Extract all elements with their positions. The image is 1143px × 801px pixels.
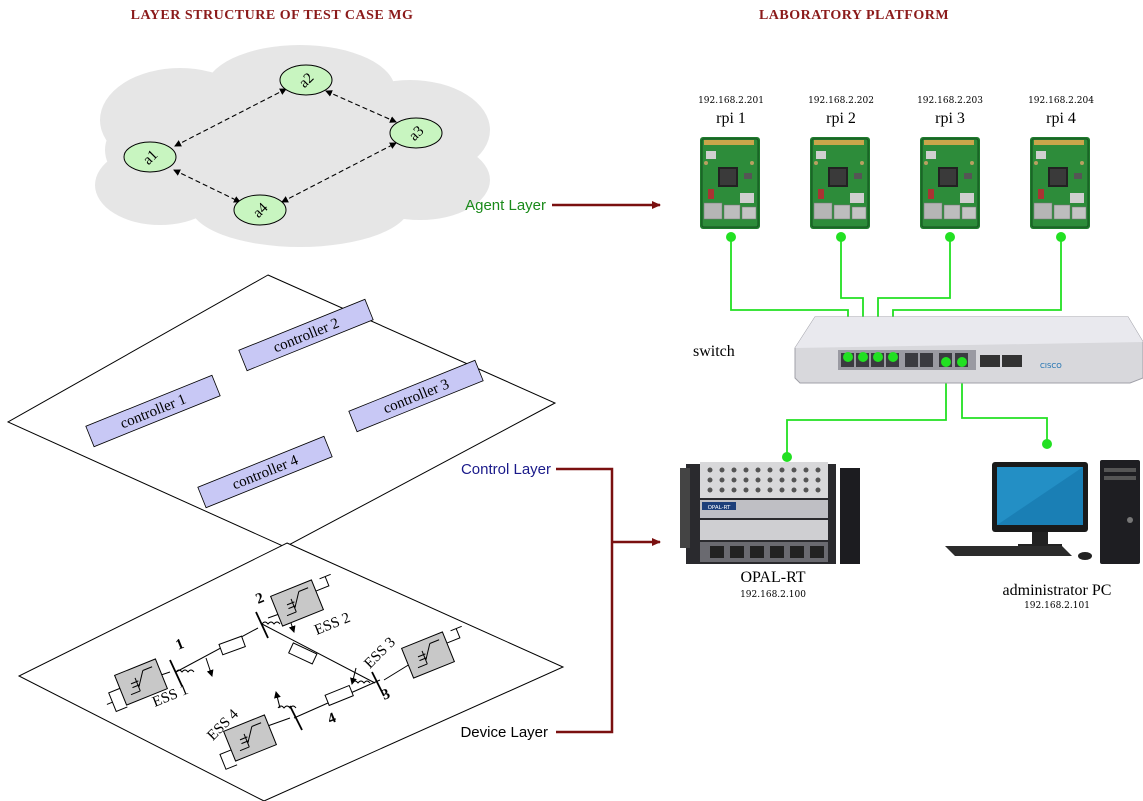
- switch-port-dots: [843, 352, 967, 367]
- opal-ip: 192.168.2.100: [740, 590, 806, 600]
- device-wiring: [139, 607, 411, 731]
- agent-node-a4: a4: [233, 194, 287, 226]
- agent-node-a1: a1: [123, 141, 177, 173]
- rpi-1: 192.168.2.201 rpi 1: [698, 96, 764, 230]
- layer-connector-arrow: [556, 467, 661, 734]
- switch-brand: CISCO: [1040, 362, 1062, 370]
- ess-2: [270, 573, 331, 627]
- admin-label: administrator PC: [1003, 582, 1112, 599]
- control-plane: [6, 274, 557, 548]
- agent-node-a3: a3: [389, 117, 443, 149]
- rpi-name: rpi 3: [935, 110, 965, 127]
- admin-pc: [945, 460, 1140, 564]
- ess-4: [219, 714, 277, 770]
- opal-rt-device: OPAL-RT: [680, 462, 860, 564]
- agent-layer-label: Agent Layer: [465, 197, 546, 214]
- device-layer-label: Device Layer: [460, 724, 548, 741]
- right-title: LABORATORY PLATFORM: [759, 8, 949, 23]
- rpi-4: 192.168.2.204 rpi 4: [1028, 96, 1094, 230]
- rpi-name: rpi 1: [716, 110, 746, 127]
- opal-badge: OPAL-RT: [708, 505, 731, 511]
- rpi-ip: 192.168.2.202: [808, 96, 874, 106]
- switch-label: switch: [693, 343, 735, 360]
- rpi-ip: 192.168.2.204: [1028, 96, 1094, 106]
- left-title: LAYER STRUCTURE OF TEST CASE MG: [131, 8, 414, 23]
- rpi-3: 192.168.2.203 rpi 3: [917, 96, 983, 230]
- ess-1: [106, 658, 168, 713]
- rpi-name: rpi 2: [826, 110, 856, 127]
- ess-3: [401, 625, 462, 679]
- network-endpoints: [726, 232, 1066, 462]
- agent-node-a2: a2: [279, 64, 333, 96]
- rpi-2: 192.168.2.202 rpi 2: [808, 96, 874, 230]
- agent-edges: [173, 88, 397, 203]
- rpi-ip: 192.168.2.201: [698, 96, 764, 106]
- rpi-name: rpi 4: [1046, 110, 1076, 127]
- switch-device: CISCO: [794, 316, 1143, 384]
- admin-ip: 192.168.2.101: [1024, 601, 1090, 611]
- opal-label: OPAL-RT: [740, 569, 805, 586]
- device-plane: [17, 542, 565, 801]
- control-layer-label: Control Layer: [461, 461, 551, 478]
- rpi-ip: 192.168.2.203: [917, 96, 983, 106]
